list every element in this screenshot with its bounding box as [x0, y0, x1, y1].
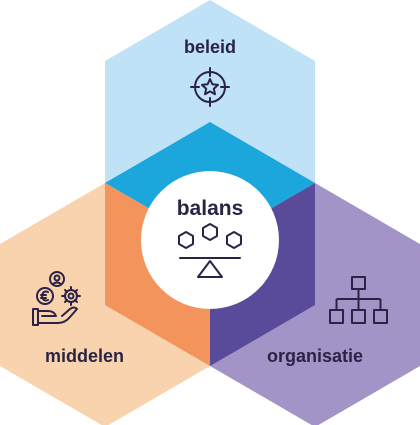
label-organisatie: organisatie	[267, 346, 364, 366]
label-beleid: beleid	[183, 37, 236, 57]
label-balans: balans	[176, 197, 244, 220]
target-star-icon	[190, 67, 230, 107]
hand-coins-icon	[32, 271, 81, 326]
label-middelen: middelen	[45, 346, 125, 366]
org-chart-icon	[329, 276, 388, 324]
hexagon-scale-icon	[178, 223, 242, 278]
